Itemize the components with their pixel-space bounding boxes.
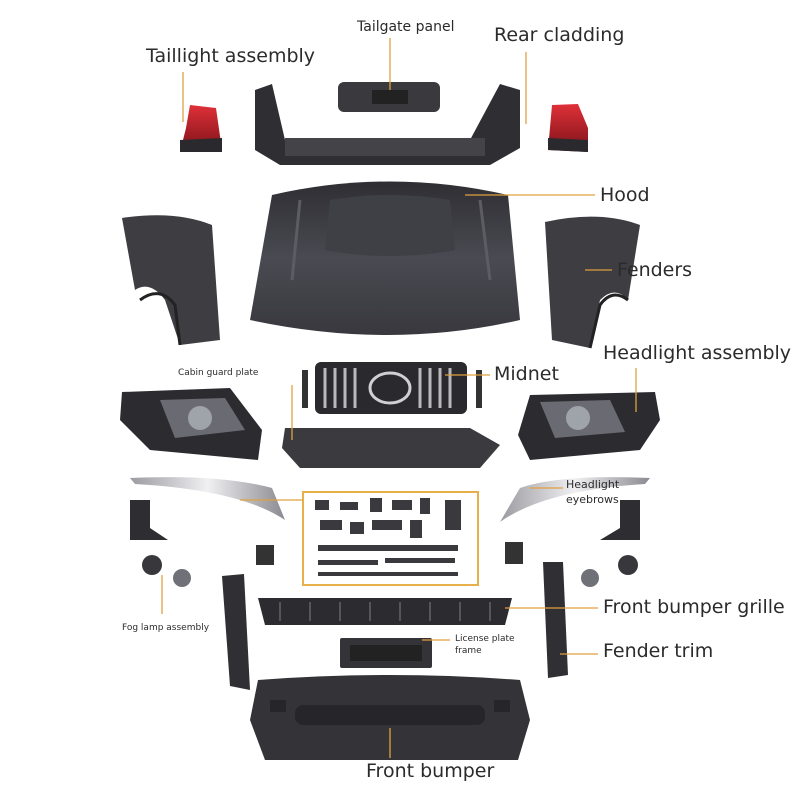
hood-part: [250, 181, 520, 335]
label-taillight-assembly: Taillight assembly: [146, 45, 316, 67]
small-clip-left: [256, 545, 274, 565]
label-fender-trim: Fender trim: [603, 640, 714, 662]
fender-trim-right-part: [543, 562, 568, 678]
headlight-eyebrow-left-part: [130, 477, 285, 520]
label-headlight-assembly: Headlight assembly: [603, 342, 792, 364]
cabin-guard-plate-part: [282, 428, 500, 468]
front-bumper-part: [250, 675, 530, 760]
fender-trim-left-part: [222, 574, 250, 690]
rear-cladding-part: [255, 84, 520, 165]
fog-lamp-left-part: [142, 555, 191, 587]
label-tailgate-panel: Tailgate panel: [357, 19, 455, 35]
side-bracket-right: [600, 500, 640, 540]
label-fenders: Fenders: [617, 259, 693, 281]
taillight-right-part: [548, 104, 588, 152]
label-front-bumper-grille: Front bumper grille: [603, 596, 785, 618]
headlight-right-part: [518, 392, 660, 460]
label-front-bumper: Front bumper: [366, 760, 495, 782]
small-clip-right: [505, 542, 523, 564]
label-midnet: Midnet: [494, 363, 559, 385]
label-cabin-guard-plate: Cabin guard plate: [178, 368, 259, 378]
fender-left-part: [122, 215, 220, 346]
midnet-part: [302, 362, 482, 414]
fender-right-part: [545, 216, 640, 349]
taillight-left-part: [180, 105, 222, 152]
license-plate-frame-part: [340, 638, 432, 668]
leader-lines: [161, 38, 637, 758]
headlight-left-part: [120, 388, 262, 460]
label-rear-cladding: Rear cladding: [494, 24, 625, 46]
tailgate-panel-part: [338, 82, 440, 112]
front-bumper-grille-part: [258, 598, 512, 625]
label-headlight-eyebrows: Headlight eyebrows: [566, 478, 620, 506]
fog-lamp-right-part: [581, 555, 638, 587]
label-license-plate-frame: License plate frame: [455, 634, 515, 656]
label-hood: Hood: [600, 184, 650, 206]
hardware-kit: [302, 491, 479, 586]
side-bracket-left: [130, 500, 168, 540]
label-fog-lamp-assembly: Fog lamp assembly: [122, 623, 210, 633]
